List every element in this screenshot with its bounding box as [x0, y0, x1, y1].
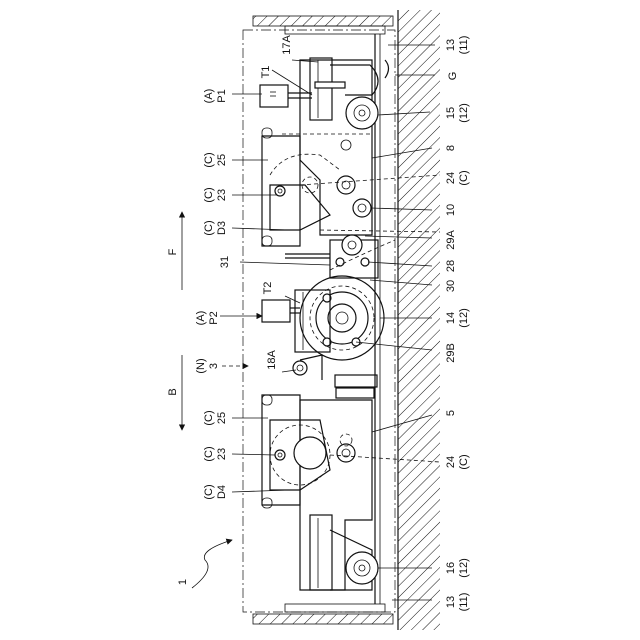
label-28: 28: [445, 260, 457, 272]
label-1: 1: [177, 579, 189, 585]
label-30: 30: [445, 280, 457, 292]
label-29a: 29A: [445, 230, 457, 250]
label-16: 16: [445, 562, 457, 574]
label-c23-top-c: (C): [203, 187, 215, 202]
label-14: 14: [445, 312, 457, 324]
label-c25-bot: 25: [216, 412, 228, 424]
top-plate: [253, 16, 393, 26]
label-c25-bot-c: (C): [203, 410, 215, 425]
label-c23-bot: 23: [216, 448, 228, 460]
label-b: B: [167, 388, 179, 395]
label-d3-c: (C): [203, 220, 215, 235]
label-13-top: 13: [445, 39, 457, 51]
label-15: 15: [445, 107, 457, 119]
label-8: 8: [445, 145, 457, 151]
label-p1: P1: [216, 89, 228, 102]
label-c25-top: 25: [216, 154, 228, 166]
label-12-a: (12): [458, 103, 470, 123]
label-5: 5: [445, 410, 457, 416]
label-d4: D4: [216, 485, 228, 499]
label-24-top-c: (C): [458, 170, 470, 185]
label-11-top: (11): [458, 36, 470, 55]
label-24-bot: 24: [445, 456, 457, 468]
central-gear-assembly: [285, 235, 395, 387]
label-c23-top: 23: [216, 189, 228, 201]
label-12-c: (12): [458, 558, 470, 578]
sensor-p1: [260, 85, 312, 107]
sensor-p2: [262, 300, 300, 322]
label-d4-c: (C): [203, 484, 215, 499]
label-10: 10: [445, 204, 457, 216]
label-t1: T1: [260, 66, 272, 79]
label-13-bot: 13: [445, 596, 457, 608]
label-18a: 18A: [266, 350, 278, 370]
label-g: G: [447, 72, 459, 81]
label-p1-a: (A): [203, 89, 215, 104]
label-c25-top-c: (C): [203, 152, 215, 167]
label-p2: P2: [208, 311, 220, 324]
label-31: 31: [219, 256, 231, 268]
label-24-bot-c: (C): [458, 454, 470, 469]
label-11-bot: (11): [458, 593, 470, 612]
label-f: F: [167, 248, 179, 255]
label-n3: 3: [208, 363, 220, 369]
label-c23-bot-c: (C): [203, 446, 215, 461]
label-12-b: (12): [458, 308, 470, 328]
label-n3-n: (N): [195, 358, 207, 373]
label-24-top: 24: [445, 172, 457, 184]
upper-wheel-assembly: [310, 58, 389, 217]
label-29b: 29B: [445, 343, 457, 363]
bottom-plate: [253, 614, 393, 624]
label-p2-a: (A): [195, 311, 207, 326]
ground-wall: [398, 10, 440, 630]
label-17a: 17A: [281, 35, 293, 55]
label-t2: T2: [262, 282, 274, 295]
label-d3: D3: [216, 221, 228, 235]
lower-wheel-assembly: [310, 515, 378, 590]
